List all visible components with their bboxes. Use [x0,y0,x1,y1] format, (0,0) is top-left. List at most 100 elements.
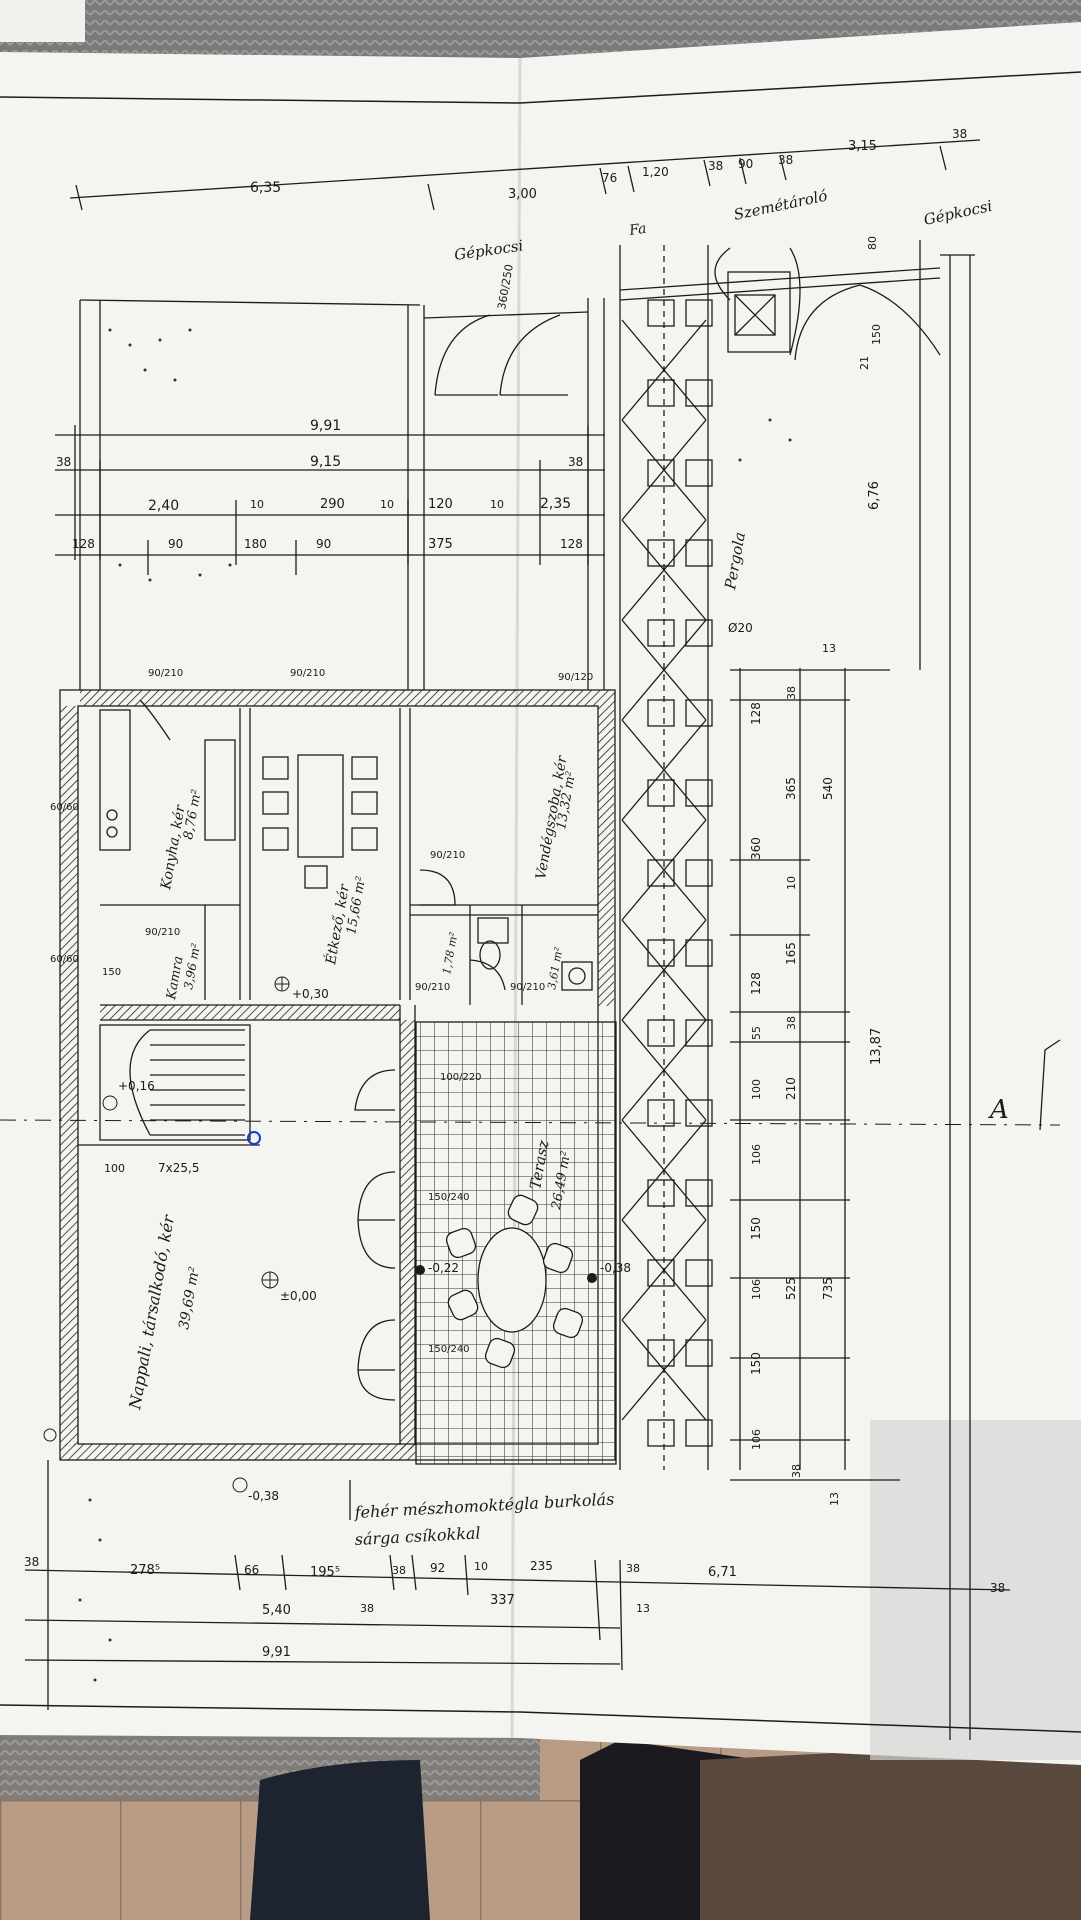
dim-top-90: 90 [738,157,753,171]
dim-v-676: 6,76 [867,481,882,510]
dim-door-90-210d: 90/210 [145,927,180,938]
dim-b-38d: 38 [990,1581,1005,1595]
dim-v-21: 21 [858,356,871,370]
dim-b-671: 6,71 [708,1565,737,1580]
dim-b-13: 13 [636,1602,650,1615]
dim-door-150-240a: 150/240 [428,1192,470,1203]
dim-v-10: 10 [785,876,798,890]
dim-375: 375 [428,537,453,552]
frame-bottom [0,1704,1081,1733]
dim-v-365: 365 [784,777,798,800]
dim-10b: 10 [380,498,394,511]
dim-915: 9,15 [310,454,341,470]
leg-left [250,1760,430,1920]
dim-left-60b: 60/60 [50,954,79,965]
dim-v-106c: 106 [750,1429,763,1450]
dim-top-635: 6,35 [250,180,281,196]
dim-b-540: 5,40 [262,1603,291,1618]
dim-90b: 90 [316,537,331,551]
dim-v-540: 540 [821,777,835,800]
wall-hatching [60,690,615,1460]
dim-win-90-120: 90/120 [558,672,593,683]
dim-b-38e: 38 [360,1602,374,1615]
dim-win-90-210b: 90/210 [290,668,325,679]
stairs-label: 7x25,5 [158,1161,199,1175]
dim-left-60a: 60/60 [50,802,79,813]
dim-v-38c: 38 [790,1464,803,1478]
shoe [700,1740,1081,1920]
level-038-bottom: -0,38 [248,1489,279,1503]
dim-v-55: 55 [750,1026,763,1040]
level-markers [43,976,597,1493]
frame-top [0,71,1081,104]
dim-10c: 10 [490,498,504,511]
dim-v-38b: 38 [785,1016,798,1030]
dim-v-150b: 150 [749,1352,763,1375]
level-030: +0,30 [292,987,329,1001]
level-000: ±0,00 [280,1289,317,1303]
dim-v-735: 735 [821,1277,835,1300]
dim-b-92: 92 [430,1561,445,1575]
dim-door-150-240b: 150/240 [428,1344,470,1355]
dim-top-76: 76 [602,171,617,185]
dim-door-90-210a: 90/210 [430,850,465,861]
dim-top-38a: 38 [708,159,723,173]
dim-290: 290 [320,497,345,512]
dim-b-991: 9,91 [262,1645,291,1660]
dim-v-1387: 13,87 [869,1028,884,1065]
shadow [870,1420,1081,1760]
dim-top-120: 1,20 [642,165,669,179]
dim-top-38c: 38 [952,127,967,141]
dim-b-38c: 38 [626,1562,640,1575]
dim-v-13b: 13 [828,1492,841,1506]
dim-top-300: 3,00 [508,187,537,202]
dim-v-106a: 106 [750,1144,763,1165]
axis-a-label: A [988,1095,1009,1125]
dim-90a: 90 [168,537,183,551]
dim-128a: 128 [72,537,95,551]
dim-991: 9,91 [310,418,341,434]
dim-win-90-210a: 90/210 [148,668,183,679]
paper-sheet [0,22,1081,1765]
plan-linework [0,139,1061,1740]
dim-top-315: 3,15 [848,139,877,154]
dim-v-360: 360 [749,837,763,860]
dim-left-150: 150 [102,967,121,978]
dim-door-90-210b: 90/210 [415,982,450,993]
dim-left-100: 100 [104,1162,125,1175]
dim-38b: 38 [568,455,583,469]
dim-120: 120 [428,497,453,512]
dim-b-38a: 38 [24,1555,39,1569]
level-038-right: -0,38 [600,1261,631,1275]
dim-b-235: 235 [530,1559,553,1573]
dim-v-150a: 150 [749,1217,763,1240]
dim-v-106b: 106 [750,1279,763,1300]
label-fa: Fa [627,221,647,239]
dim-v-525: 525 [784,1277,798,1300]
dim-235: 2,35 [540,496,571,512]
paper-corner [0,0,85,42]
level-022: -0,22 [428,1261,459,1275]
dim-v-165: 165 [784,942,798,965]
level-016: +0,16 [118,1079,155,1093]
pergola-post-label: Ø20 [728,621,753,635]
dim-v-128a: 128 [749,702,763,725]
dim-b-38b: 38 [392,1564,406,1577]
dim-b-66: 66 [244,1563,259,1577]
dim-v-210: 210 [784,1077,798,1100]
dim-180: 180 [244,537,267,551]
dim-v-100: 100 [750,1079,763,1100]
dim-b-2785: 278⁵ [130,1563,160,1578]
dim-128b: 128 [560,537,583,551]
dim-240: 2,40 [148,498,179,514]
dim-v-38: 38 [785,686,798,700]
stipple [78,328,792,1682]
dim-top-38b: 38 [778,153,793,167]
dim-v-128b: 128 [749,972,763,995]
dim-door-100-220: 100/220 [440,1072,482,1083]
dim-b-337: 337 [490,1593,515,1608]
dim-door-90-210c: 90/210 [510,982,545,993]
dim-v-13: 13 [822,642,836,655]
dim-10a: 10 [250,498,264,511]
dim-v-150: 150 [870,324,883,345]
